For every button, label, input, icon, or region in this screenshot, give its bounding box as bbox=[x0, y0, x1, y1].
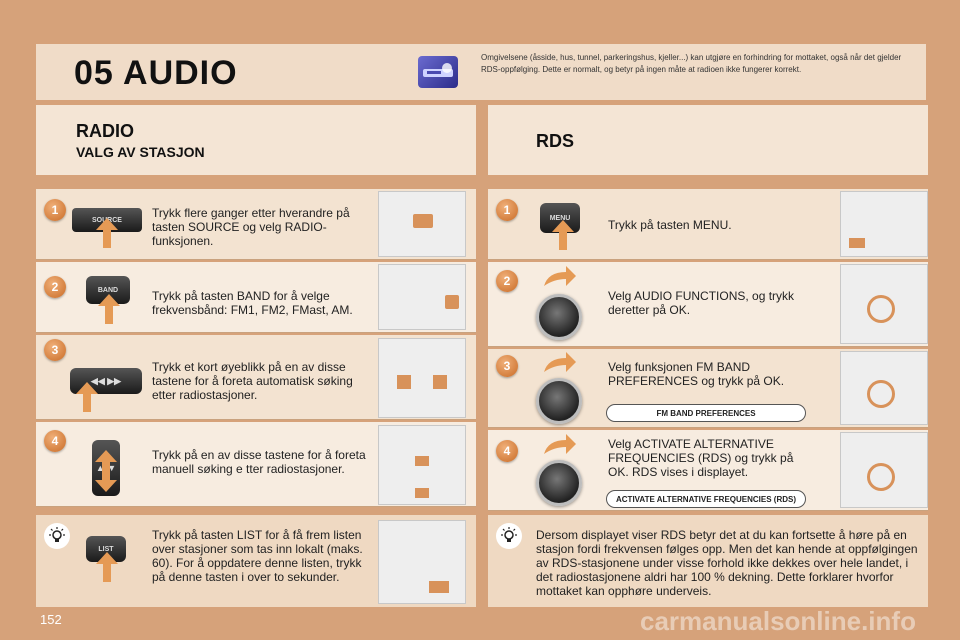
audio-chapter-icon bbox=[418, 56, 458, 88]
press-arrow-icon bbox=[98, 294, 120, 329]
rds-title: RDS bbox=[536, 131, 575, 151]
radio-section-header bbox=[36, 105, 476, 175]
rds-panel-image bbox=[840, 191, 928, 257]
turn-arrow-icon bbox=[542, 266, 578, 293]
rds-tip-text: Dersom displayet viser RDS betyr det at … bbox=[536, 528, 918, 598]
ok-knob bbox=[536, 294, 582, 340]
rds-panel-image bbox=[840, 264, 928, 344]
radio-panel-image bbox=[378, 338, 466, 418]
page-number: 152 bbox=[40, 612, 62, 627]
turn-arrow-icon bbox=[542, 352, 578, 379]
rds-tip bbox=[488, 515, 928, 607]
step-number: 2 bbox=[496, 270, 518, 292]
step-number: 4 bbox=[496, 440, 518, 462]
radio-tip-text: Trykk på tasten LIST for å få frem liste… bbox=[152, 528, 363, 584]
step-number: 1 bbox=[44, 199, 66, 221]
turn-arrow-icon bbox=[542, 434, 578, 461]
lightbulb-icon bbox=[496, 523, 522, 549]
radio-step-2-text: Trykk på tasten BAND for å velge frekven… bbox=[152, 289, 353, 317]
step-number: 2 bbox=[44, 276, 66, 298]
radio-panel-image bbox=[378, 191, 466, 257]
rds-panel-image bbox=[840, 351, 928, 425]
rds-step-1-text: Trykk på tasten MENU. bbox=[608, 218, 732, 232]
ok-knob bbox=[536, 460, 582, 506]
rds-step-4-text: Velg ACTIVATE ALTERNATIVE FREQUENCIES (R… bbox=[608, 437, 794, 479]
radio-panel-image bbox=[378, 520, 466, 604]
radio-title: RADIO bbox=[76, 121, 134, 141]
step-number: 1 bbox=[496, 199, 518, 221]
rds-panel-image bbox=[840, 432, 928, 508]
radio-subtitle: VALG AV STASJON bbox=[76, 144, 205, 160]
press-arrow-icon bbox=[76, 382, 98, 417]
press-arrow-icon bbox=[552, 220, 574, 255]
press-arrow-icon bbox=[96, 552, 118, 587]
lightbulb-icon bbox=[44, 523, 70, 549]
rds-step-2-text: Velg AUDIO FUNCTIONS, og trykk deretter … bbox=[608, 289, 795, 317]
step-number: 3 bbox=[44, 339, 66, 361]
chapter-number: 05 bbox=[74, 54, 114, 92]
press-arrow-icon bbox=[95, 450, 117, 497]
fm-band-preferences-pill: FM BAND PREFERENCES bbox=[606, 404, 806, 422]
step-number: 3 bbox=[496, 355, 518, 377]
header-band bbox=[36, 44, 926, 100]
step-number: 4 bbox=[44, 430, 66, 452]
rds-section-header bbox=[488, 105, 928, 175]
activate-af-rds-pill: ACTIVATE ALTERNATIVE FREQUENCIES (RDS) bbox=[606, 490, 806, 508]
reception-notice: Omgivelsene (åsside, hus, tunnel, parker… bbox=[481, 53, 902, 74]
rds-step-3-text: Velg funksjonen FM BAND PREFERENCES og t… bbox=[608, 360, 785, 388]
chapter-title: 05 AUDIO bbox=[74, 54, 238, 93]
radio-step-3-text: Trykk et kort øyeblikk på en av disse ta… bbox=[152, 360, 353, 402]
radio-step-4-text: Trykk på en av disse tastene for å foret… bbox=[152, 448, 366, 476]
radio-panel-image bbox=[378, 425, 466, 505]
watermark: carmanualsonline.info bbox=[640, 606, 916, 636]
radio-panel-image bbox=[378, 264, 466, 330]
radio-step-1-text: Trykk flere ganger etter hverandre på ta… bbox=[152, 206, 350, 248]
ok-knob bbox=[536, 378, 582, 424]
press-arrow-icon bbox=[96, 218, 118, 253]
chapter-name: AUDIO bbox=[123, 54, 238, 92]
